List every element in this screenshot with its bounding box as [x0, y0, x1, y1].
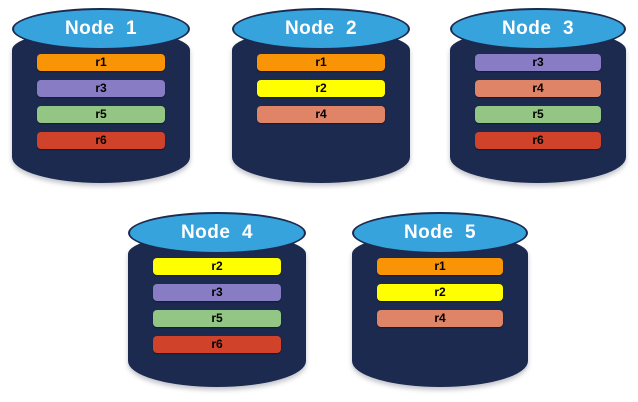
node-cylinder-1[interactable]: Node 1 r1 r3 r5 r6	[12, 8, 190, 183]
record-bar[interactable]: r3	[37, 80, 165, 97]
record-bar[interactable]: r2	[257, 80, 385, 97]
record-bar[interactable]: r6	[475, 132, 601, 149]
node-label: Node 2	[284, 18, 358, 39]
record-bar[interactable]: r5	[475, 106, 601, 123]
record-list: r1 r2 r4	[352, 258, 528, 336]
record-bar[interactable]: r3	[475, 54, 601, 71]
record-bar[interactable]: r6	[37, 132, 165, 149]
node-cylinder-4[interactable]: Node 4 r2 r3 r5 r6	[128, 212, 306, 387]
record-bar[interactable]: r1	[37, 54, 165, 71]
cylinder-top-ellipse	[232, 8, 410, 50]
record-bar[interactable]: r1	[257, 54, 385, 71]
cylinder-top-ellipse	[450, 8, 626, 50]
node-label: Node 4	[180, 222, 254, 243]
record-bar[interactable]: r2	[153, 258, 281, 275]
record-bar[interactable]: r5	[153, 310, 281, 327]
node-cylinder-5[interactable]: Node 5 r1 r2 r4	[352, 212, 528, 387]
record-bar[interactable]: r2	[377, 284, 503, 301]
node-label: Node 5	[403, 222, 477, 243]
record-list: r1 r3 r5 r6	[12, 54, 190, 158]
record-bar[interactable]: r4	[475, 80, 601, 97]
cylinder-top-ellipse	[128, 212, 306, 254]
node-cylinder-2[interactable]: Node 2 r1 r2 r4	[232, 8, 410, 183]
record-bar[interactable]: r5	[37, 106, 165, 123]
record-bar[interactable]: r1	[377, 258, 503, 275]
cylinder-top-ellipse	[352, 212, 528, 254]
record-bar[interactable]: r4	[377, 310, 503, 327]
node-label: Node 3	[501, 18, 575, 39]
record-list: r3 r4 r5 r6	[450, 54, 626, 158]
record-list: r1 r2 r4	[232, 54, 410, 132]
node-cylinder-3[interactable]: Node 3 r3 r4 r5 r6	[450, 8, 626, 183]
record-bar[interactable]: r4	[257, 106, 385, 123]
node-label: Node 1	[64, 18, 138, 39]
record-bar[interactable]: r6	[153, 336, 281, 353]
record-bar[interactable]: r3	[153, 284, 281, 301]
cylinder-top-ellipse	[12, 8, 190, 50]
record-list: r2 r3 r5 r6	[128, 258, 306, 362]
